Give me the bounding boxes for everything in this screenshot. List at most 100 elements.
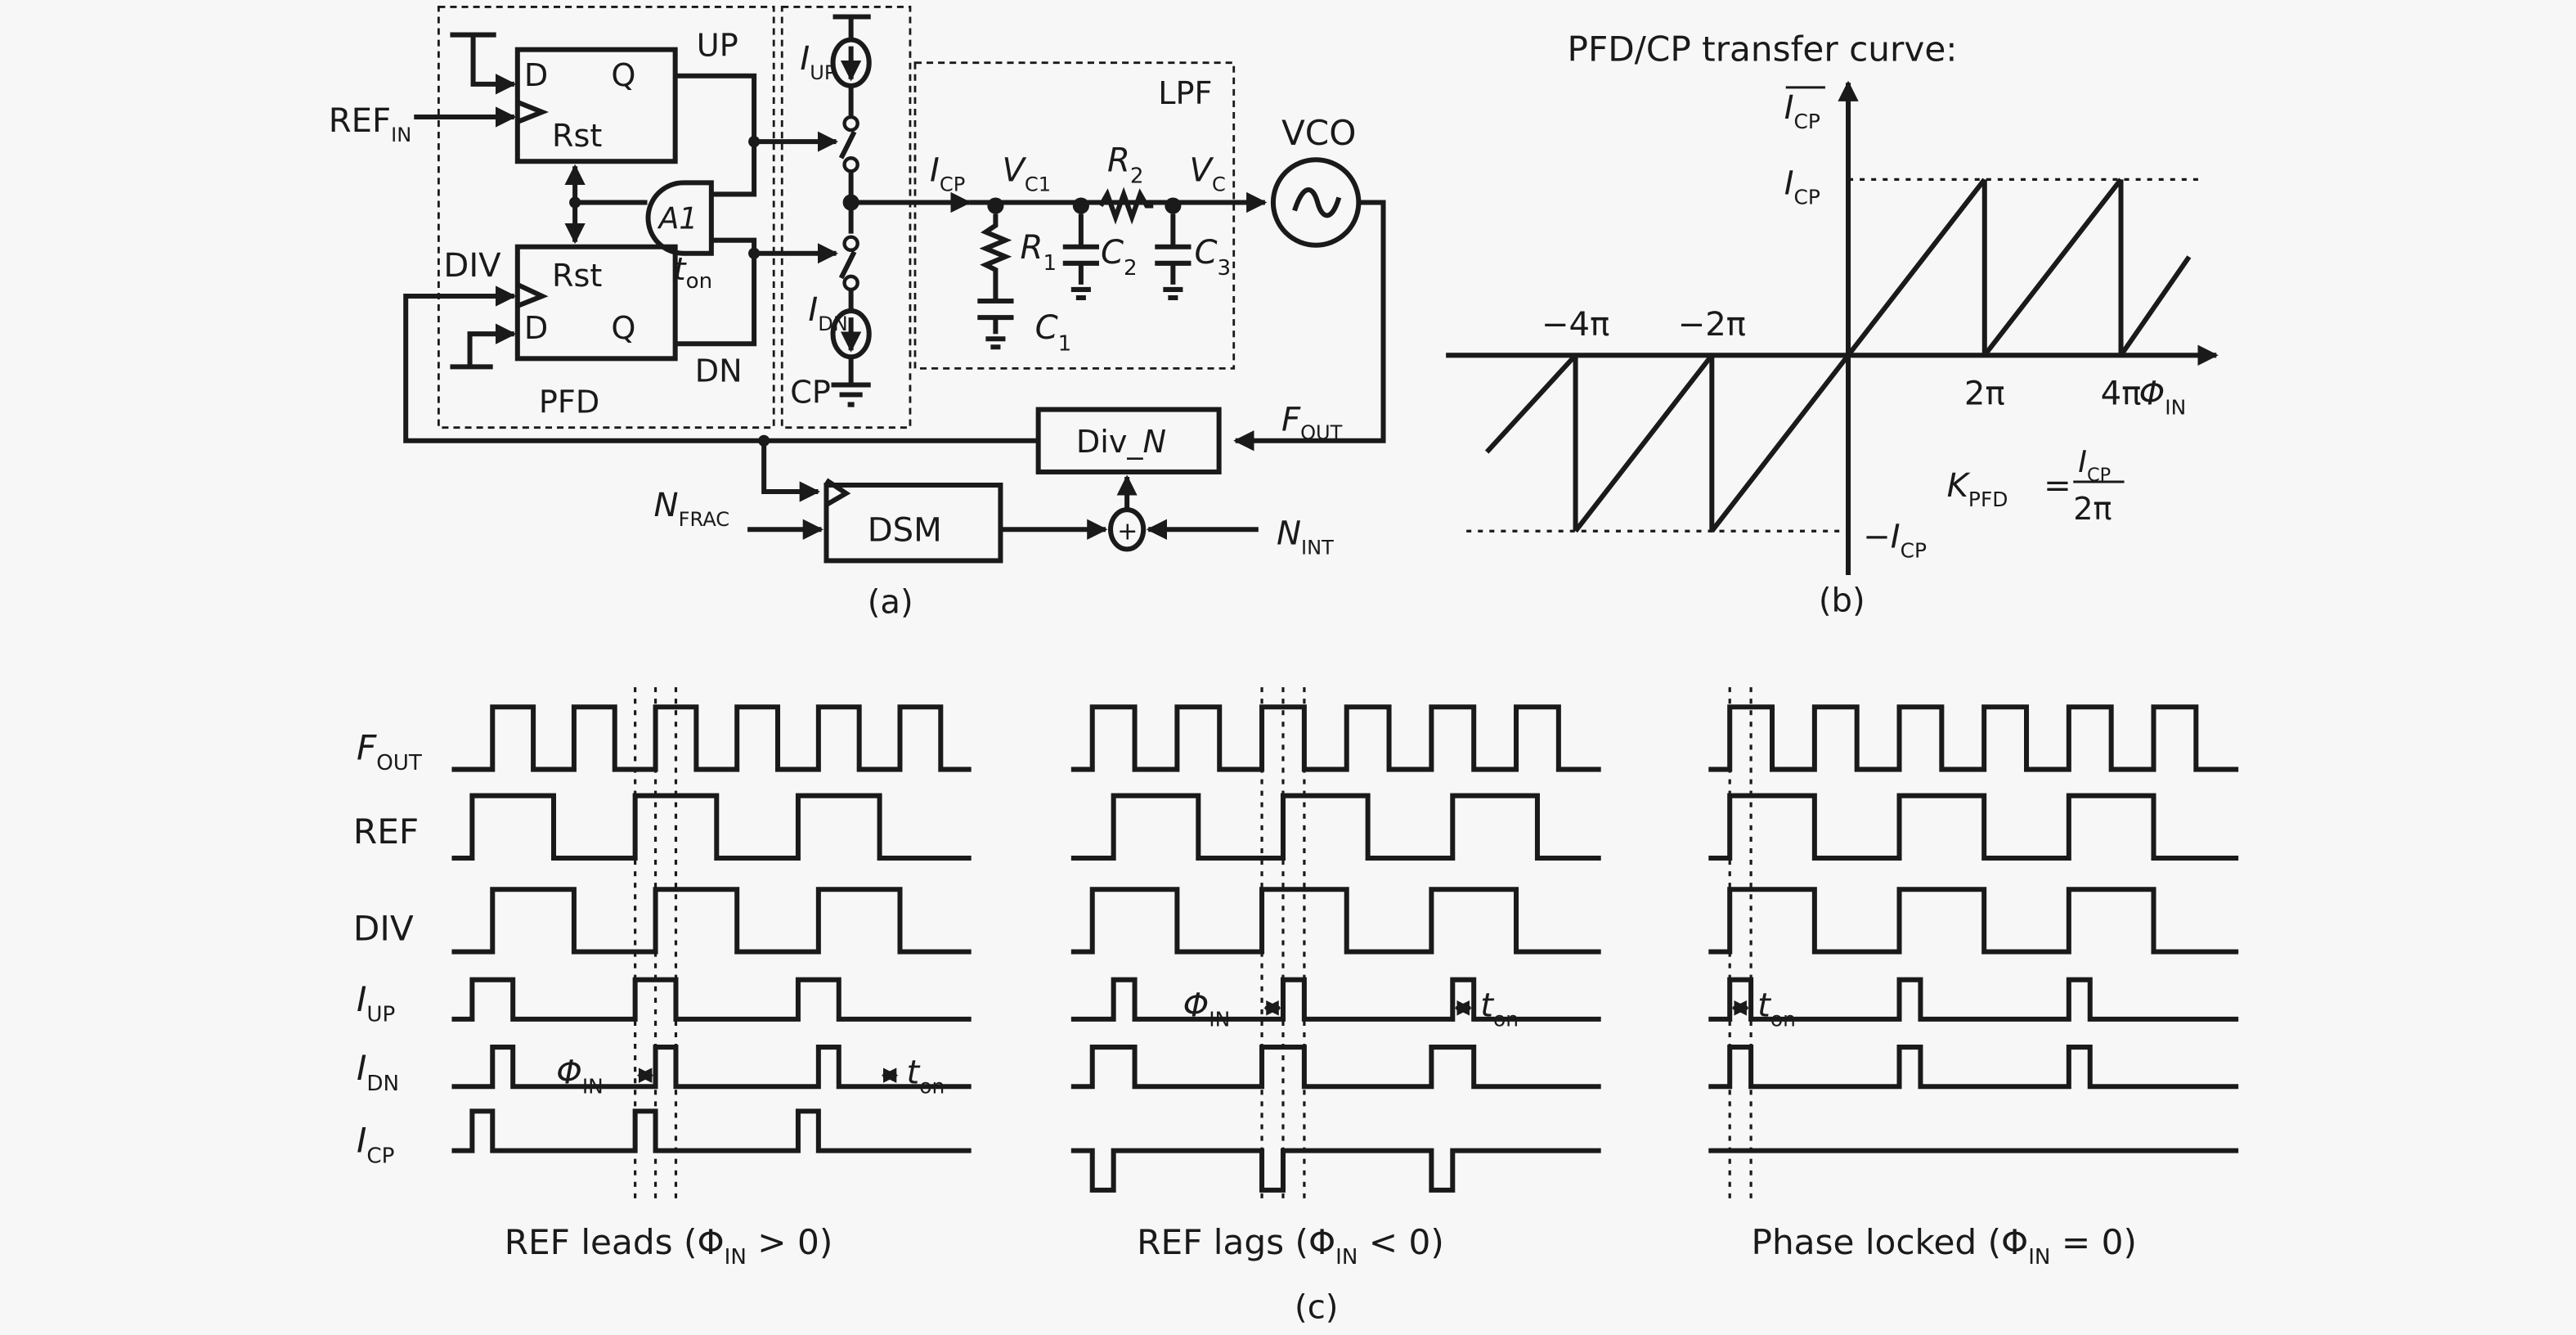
switch-up-icon (838, 130, 857, 160)
y-tick-label-neg-sub: CP (1901, 538, 1927, 562)
phi-in-label: ΦIN (1183, 987, 1231, 1031)
signal-label-div: DIV (353, 908, 414, 948)
title-tail: < 0) (1358, 1222, 1443, 1262)
chart-title: PFD/CP transfer curve: (1568, 29, 1958, 70)
pfd-boundary (437, 6, 775, 429)
phi-in-label-sub: IN (582, 1075, 604, 1099)
caption-a: (a) (868, 584, 913, 622)
f-out-label: FOUT (1281, 402, 1343, 444)
y-axis-label-main: I (1784, 89, 1794, 127)
lpf-boundary (913, 61, 1236, 370)
signal-label-fout: FOUT (357, 728, 423, 776)
n-frac-label: NFRAC (654, 487, 730, 531)
r1-label: R1 (1021, 229, 1057, 276)
title-main: REF leads (Φ (505, 1222, 725, 1262)
y-tick-label-pos-main: I (1784, 164, 1794, 202)
waveform-iup (1708, 977, 2239, 1022)
pfd-label: PFD (539, 384, 599, 420)
wire-d-top (470, 34, 517, 95)
cp-boundary (780, 6, 912, 429)
waveform-idn (1708, 1045, 2239, 1090)
signal-label-iup-sub: UP (366, 1003, 395, 1027)
y-tick-label-pos: ICP (1784, 164, 1820, 209)
cp-label: CP (790, 375, 831, 411)
waveform-div (1708, 887, 2239, 955)
title-sub: IN (1335, 1245, 1358, 1270)
signal-label-ref: REF (353, 811, 419, 852)
x-tick-label: −4π (1542, 306, 1609, 344)
x-axis-label-sub: IN (2165, 396, 2186, 420)
signal-label-iup: IUP (357, 979, 395, 1027)
y-tick-label-pos-sub: CP (1794, 185, 1820, 209)
phi-in-label-main: Φ (556, 1054, 582, 1092)
x-tick-label: 2π (1964, 375, 2005, 413)
title-tail: > 0) (747, 1222, 832, 1262)
c1-label: C1 (1035, 309, 1072, 356)
caption-c: (c) (1295, 1289, 1338, 1327)
dsm-label: DSM (868, 511, 942, 549)
t-on-label-main: t (907, 1054, 921, 1092)
ff-bottom-d: D (524, 310, 548, 346)
lpf-label: LPF (1158, 75, 1212, 111)
signal-label-ref-main: REF (353, 811, 419, 852)
waveform-ref (1070, 793, 1601, 861)
x-axis-label-main: Φ (2139, 375, 2165, 413)
signal-label-iup-main: I (357, 979, 366, 1019)
dn-label: DN (695, 353, 743, 389)
ff-bottom-q: Q (611, 310, 635, 346)
capacitor-c2-icon (1062, 214, 1099, 301)
dsm-block (824, 482, 1003, 564)
title-main: Phase locked (Φ (1752, 1222, 2029, 1262)
ff-top-q: Q (611, 57, 635, 93)
kpfd-equals: = (2044, 467, 2071, 505)
title-main: REF lags (Φ (1137, 1222, 1335, 1262)
waveform-icp (451, 1108, 972, 1153)
i-dn-label: IDN (808, 291, 847, 335)
x-tick-label: −2π (1678, 306, 1746, 344)
title-tail: = 0) (2050, 1222, 2136, 1262)
r2-label: R2 (1107, 142, 1144, 188)
curve-segment (1573, 353, 1714, 533)
curve-segment (1709, 353, 1851, 533)
v-c-label: VC (1189, 151, 1225, 196)
i-up-label: IUP (800, 40, 836, 84)
waveform-idn (451, 1045, 972, 1090)
c3-label: C3 (1194, 234, 1231, 281)
kpfd-label-sub: PFD (1968, 488, 2008, 511)
t-on-label-main: t (1757, 987, 1771, 1024)
t-on-label: ton (907, 1054, 945, 1099)
wire-div-feedback (403, 285, 1039, 443)
x-axis-label: ΦIN (2139, 375, 2187, 420)
vco-label: VCO (1281, 113, 1357, 153)
kpfd-label-main: K (1947, 467, 1971, 505)
t-on-label-sub: on (1493, 1007, 1519, 1031)
caption-b: (b) (1819, 582, 1865, 620)
wire-dsm-clock (761, 440, 820, 502)
switch-dn-icon (838, 250, 857, 280)
y-axis-label-sub: CP (1794, 110, 1820, 133)
waveform-fout (451, 704, 972, 772)
resistor-r1-icon (979, 214, 1012, 302)
curve-segment (2119, 255, 2192, 357)
capacitor-c1-icon (977, 298, 1014, 350)
waveform-idn (1070, 1045, 1601, 1090)
title-sub: IN (2028, 1245, 2050, 1270)
phi-in-label-sub: IN (1209, 1007, 1230, 1031)
wire-d-bottom (467, 323, 517, 367)
timing-panel-title: REF leads (ΦIN > 0) (505, 1222, 833, 1270)
signal-label-fout-sub: OUT (376, 751, 423, 775)
phi-in-label-main: Φ (1183, 987, 1209, 1024)
y-axis-label: ICP (1784, 89, 1820, 133)
up-label: UP (697, 28, 738, 64)
y-tick-label-neg: −ICP (1863, 518, 1927, 562)
t-on-label-sub: on (1770, 1007, 1796, 1031)
kpfd-numerator-main: I (2078, 444, 2087, 479)
kpfd-numerator: ICP (2078, 444, 2111, 486)
waveform-iup (451, 977, 972, 1022)
signal-label-div-main: DIV (353, 908, 414, 948)
v-c1-label: VC1 (1002, 151, 1051, 196)
